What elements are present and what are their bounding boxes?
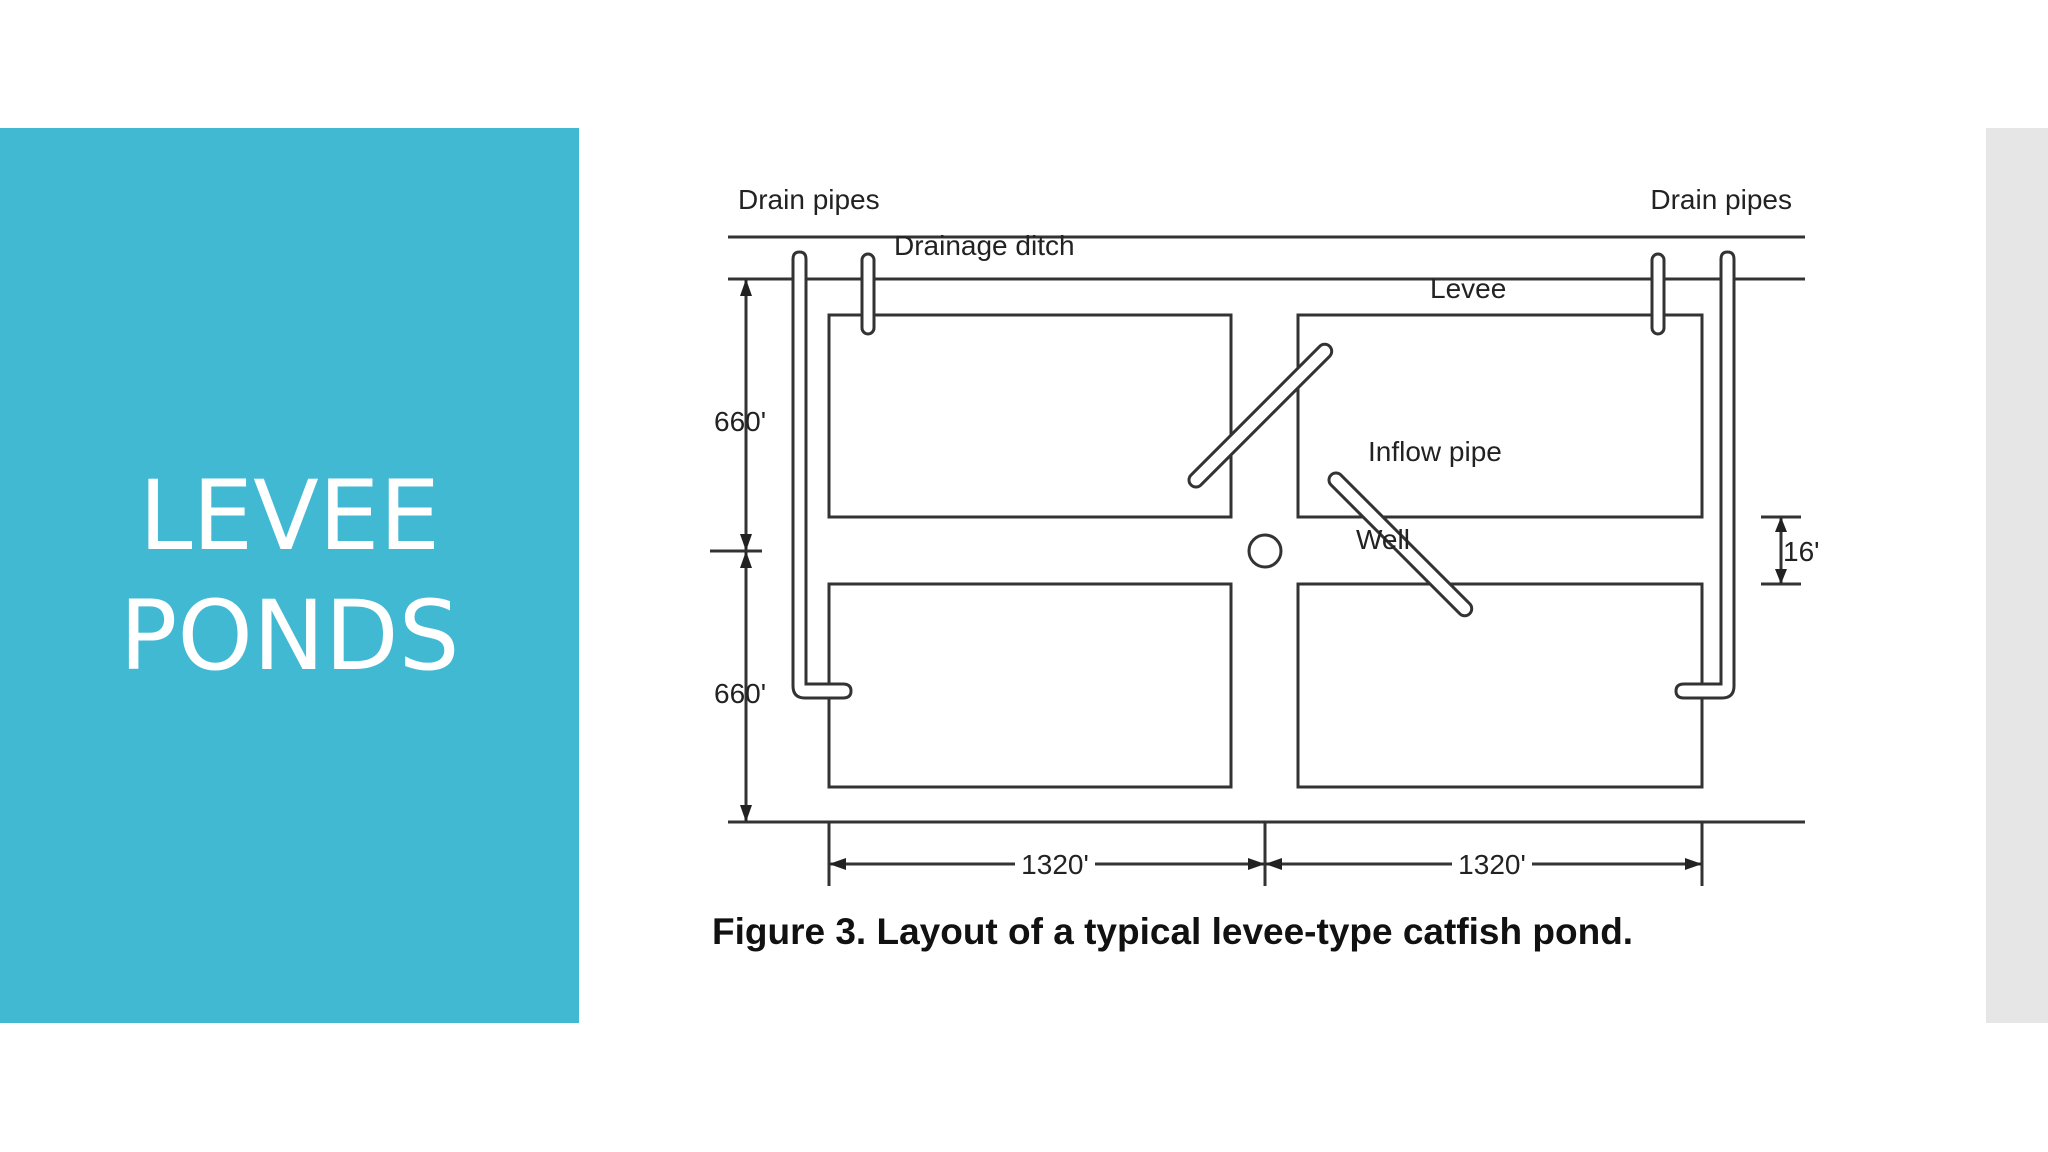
drain-pipe-right-short: [1650, 252, 1666, 336]
pond-bottom-right: [1296, 582, 1704, 789]
well-circle: [1247, 533, 1283, 569]
pond-top-right: [1296, 313, 1704, 519]
drain-pipe-left-short: [860, 252, 876, 336]
pond-layout-figure: Drain pipes Drain pipes Drainage ditch L…: [700, 180, 1850, 970]
arrow-levee-down: [1775, 569, 1787, 584]
label-height-bottom: 660': [714, 678, 766, 709]
label-width-left: 1320': [1021, 849, 1089, 880]
slide-title-line-2: PONDS: [119, 579, 460, 692]
arrow-right-start: [1265, 858, 1282, 870]
right-accent-bar: [1986, 128, 2048, 1023]
label-well: Well: [1356, 524, 1410, 555]
drain-pipe-right-long: [1674, 250, 1736, 700]
arrow-down-bottom: [740, 805, 752, 822]
arrow-left-end: [1248, 858, 1265, 870]
pond-layout-diagram: Drain pipes Drain pipes Drainage ditch L…: [710, 184, 1820, 952]
slide-title-line-1: LEVEE: [138, 459, 441, 572]
label-drainage-ditch: Drainage ditch: [894, 230, 1075, 261]
arrow-levee-up: [1775, 517, 1787, 532]
title-panel: LEVEE PONDS: [0, 128, 579, 1023]
arrow-down-top: [740, 534, 752, 551]
label-width-right: 1320': [1458, 849, 1526, 880]
arrow-left-start: [829, 858, 846, 870]
slide-title: LEVEE PONDS: [119, 456, 459, 696]
inflow-pipe-nw: [1187, 342, 1334, 489]
arrow-right-end: [1685, 858, 1702, 870]
pond-top-left: [827, 313, 1233, 519]
label-drain-pipes-left: Drain pipes: [738, 184, 880, 215]
label-drain-pipes-right: Drain pipes: [1650, 184, 1792, 215]
drain-pipe-left-long: [791, 250, 853, 700]
label-levee: Levee: [1430, 273, 1506, 304]
figure-caption: Figure 3. Layout of a typical levee-type…: [712, 911, 1633, 952]
label-height-top: 660': [714, 406, 766, 437]
label-inflow-pipe: Inflow pipe: [1368, 436, 1502, 467]
arrow-up-top: [740, 279, 752, 296]
arrow-up-bottom: [740, 551, 752, 568]
inflow-pipes: [1187, 342, 1474, 618]
label-levee-width: 16': [1783, 536, 1820, 567]
pond-bottom-left: [827, 582, 1233, 789]
inflow-pipe-ne: [1327, 471, 1474, 618]
